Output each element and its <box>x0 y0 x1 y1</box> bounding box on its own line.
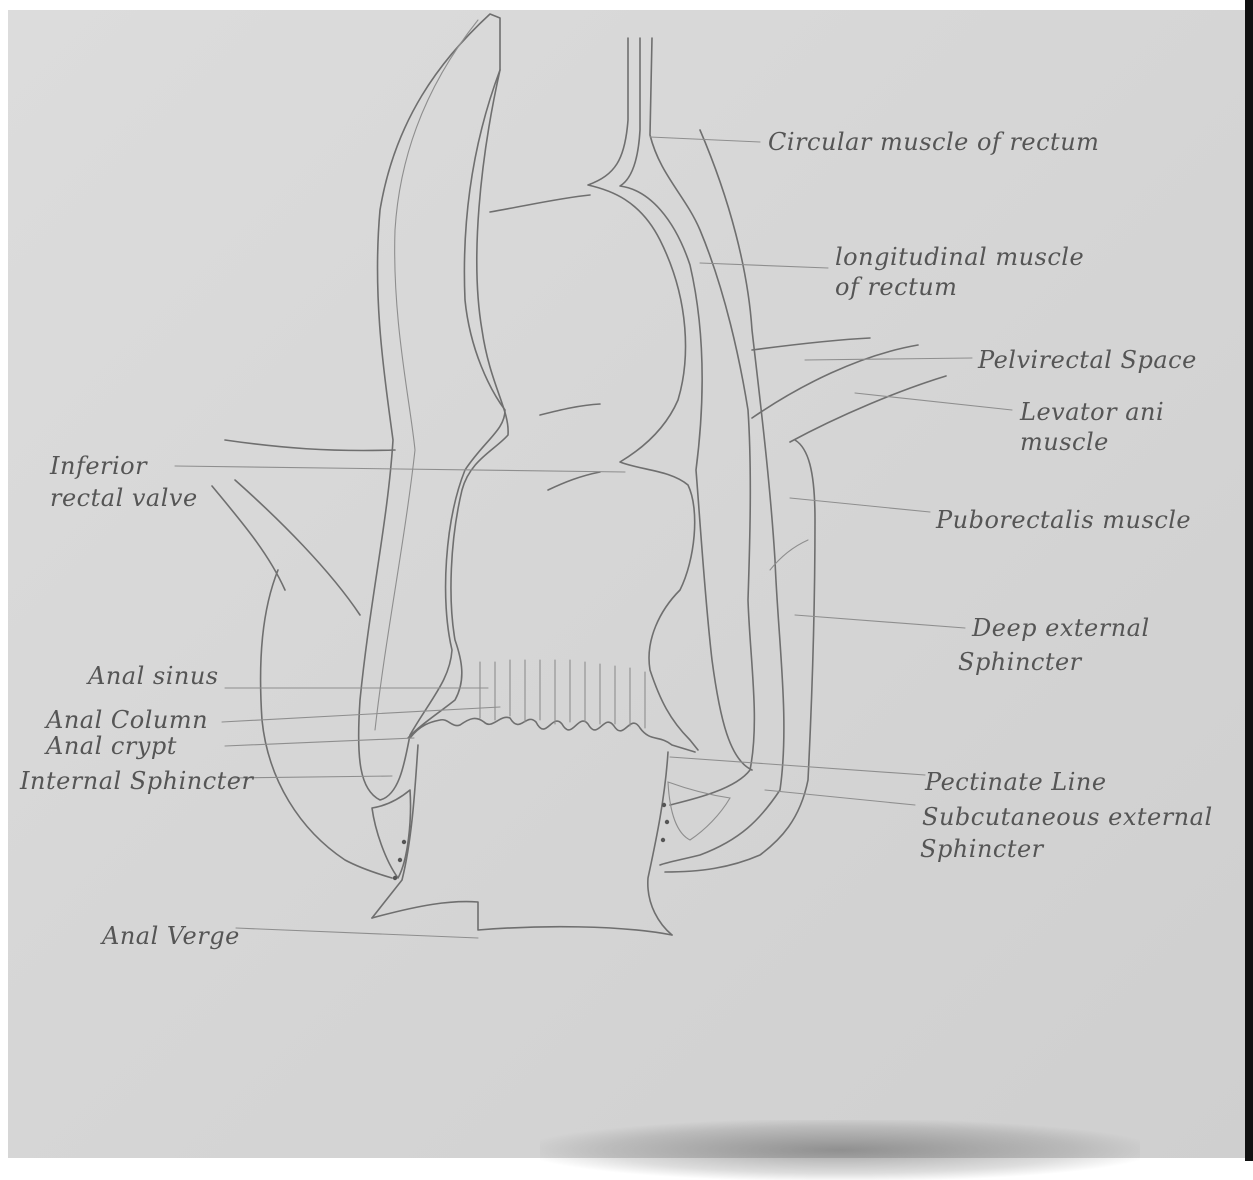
label-inferior-valve: Inferior <box>49 452 148 480</box>
label-subcutaneous-2: Sphincter <box>920 835 1045 863</box>
left-hatched-wall <box>359 14 505 800</box>
label-levator-ani: Levator ani <box>1019 398 1164 426</box>
label-circular-muscle: Circular muscle of rectum <box>768 128 1099 156</box>
pelvirectal-line <box>752 338 870 350</box>
label-deep-external-2: Sphincter <box>958 648 1083 676</box>
label-internal-sphincter: Internal Sphincter <box>19 767 255 795</box>
anal-canal-right-wall <box>648 752 672 935</box>
label-levator-ani-2: muscle <box>1020 428 1109 456</box>
label-pelvirectal-space: Pelvirectal Space <box>977 346 1197 374</box>
anal-verge-line <box>372 902 672 935</box>
anal-canal-left-wall <box>372 745 418 918</box>
levator-ani-lower <box>790 376 946 442</box>
label-anal-verge: Anal Verge <box>100 922 240 950</box>
left-wall-inner-line <box>375 20 478 730</box>
left-external-sphincter <box>261 570 392 878</box>
label-anal-crypt: Anal crypt <box>44 732 177 760</box>
label-anal-column: Anal Column <box>44 706 208 734</box>
lower-valve-line <box>548 472 600 490</box>
circular-muscle-band <box>620 38 752 770</box>
sphincter-dots <box>393 803 669 880</box>
right-mucosa <box>588 38 698 750</box>
pectinate-line-scallops <box>410 717 695 752</box>
label-longitudinal-muscle-2: of rectum <box>835 273 957 301</box>
label-inferior-valve-2: rectal valve <box>50 484 198 512</box>
label-anal-sinus: Anal sinus <box>86 662 219 690</box>
label-longitudinal-muscle: longitudinal muscle <box>835 243 1084 271</box>
upper-valve-line <box>490 195 590 212</box>
left-levator <box>212 480 360 615</box>
middle-valve-line <box>540 404 600 415</box>
label-subcutaneous: Subcutaneous external <box>922 803 1213 831</box>
label-puborectalis: Puborectalis muscle <box>935 506 1191 534</box>
levator-ani <box>752 345 918 418</box>
right-lower-hatch <box>668 782 730 840</box>
right-outer-envelope <box>665 440 815 872</box>
left-outer-envelope <box>225 440 395 451</box>
right-external-sphincter <box>660 130 784 865</box>
label-deep-external: Deep external <box>971 614 1150 642</box>
left-mucosa <box>408 70 508 738</box>
label-pectinate-line: Pectinate Line <box>924 768 1107 796</box>
